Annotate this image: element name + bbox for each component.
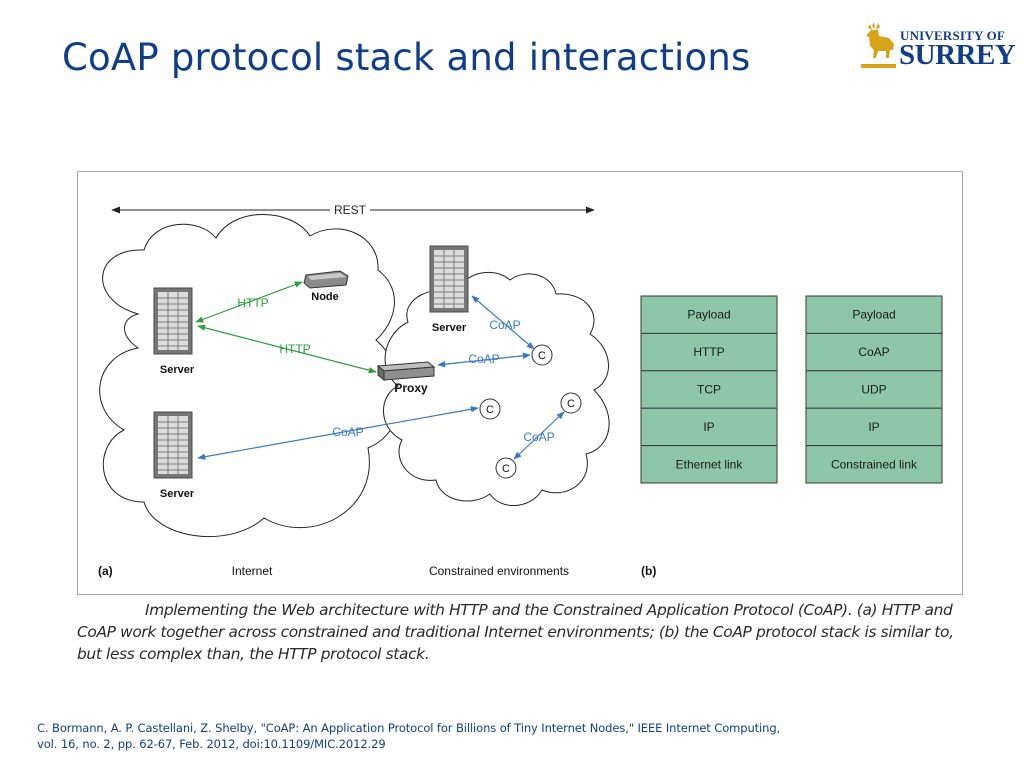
coap-stack-layer-label: UDP [861,383,886,397]
client-label: C [502,463,510,475]
server-label: Server [160,488,195,500]
coap-arrow-server-client-long [197,406,479,460]
http-stack-layer-label: Payload [687,308,730,322]
reference-line-2: vol. 16, no. 2, pp. 62-67, Feb. 2012, do… [37,737,386,751]
client-1: C [531,344,553,366]
http-stack-layer-box [640,445,778,484]
proxy-device: Proxy [376,361,436,395]
coap-arrow-proxy-client [437,352,531,368]
coap-stack-layer-label: Constrained link [831,457,918,471]
client-label: C [486,404,494,416]
server-left-top: Server [153,287,195,376]
http-label: HTTP [237,296,268,310]
http-stack-layer-box [640,332,778,372]
coap-diagram: REST Server Server Server Node [98,203,943,578]
coap-arrow-server-client [471,295,535,350]
coap-label: CoAP [332,425,363,439]
client-2: C [479,398,501,420]
proxy-label: Proxy [394,381,428,395]
http-stack-layer-label: IP [703,420,714,434]
node-device: Node [303,270,349,303]
internet-cloud [99,214,402,538]
coap-stack-layer-label: CoAP [858,345,889,359]
http-stack-layer-label: TCP [697,383,721,397]
http-stack-layer-label: HTTP [693,345,724,359]
rest-label: REST [334,203,367,217]
reference-citation: C. Bormann, A. P. Castellani, Z. Shelby,… [37,720,937,752]
server-constrained: Server [429,245,469,334]
client-3: C [560,392,582,414]
slide-title: CoAP protocol stack and interactions [62,36,751,79]
client-label: C [567,398,575,410]
http-arrow-server-node [195,281,303,323]
http-arrow-server-proxy [197,324,377,374]
client-label: C [538,350,546,362]
coap-arrow-client-client [513,411,565,460]
coap-stack-layer-label: Payload [852,308,895,322]
region-constrained-label: Constrained environments [429,564,569,578]
coap-stack-layer-box [805,295,943,334]
coap-stack-layer-label: IP [868,420,879,434]
panel-a-label: (a) [98,564,113,578]
node-label: Node [311,291,339,303]
server-label: Server [160,364,195,376]
coap-label: CoAP [489,318,520,332]
coap-stack-layer-box [805,445,943,484]
server-label: Server [432,322,467,334]
coap-stack-layer-box [805,407,943,447]
university-logo: UNIVERSITY OF SURREY [856,20,1016,72]
coap-stack-layer-box [805,332,943,372]
coap-label: CoAP [468,352,499,366]
panel-b-label: (b) [641,564,656,578]
http-label: HTTP [279,342,310,356]
coap-stack-layer-box [805,370,943,409]
http-stack-layer-label: Ethernet link [676,457,744,471]
reference-line-1: C. Bormann, A. P. Castellani, Z. Shelby,… [37,721,781,735]
client-4: C [495,457,517,479]
http-stack-layer-box [640,295,778,334]
http-stack-layer-box [640,370,778,409]
figure-frame: REST Server Server Server Node [77,171,963,595]
logo-text-line1: UNIVERSITY OF [900,28,1006,43]
figure-caption: Implementing the Web architecture with H… [77,601,954,663]
server-left-bottom: Server [153,411,195,500]
logo-text-line2: SURREY [899,39,1016,71]
coap-label: CoAP [523,430,554,444]
stag-icon [861,22,896,68]
region-internet-label: Internet [232,564,273,578]
